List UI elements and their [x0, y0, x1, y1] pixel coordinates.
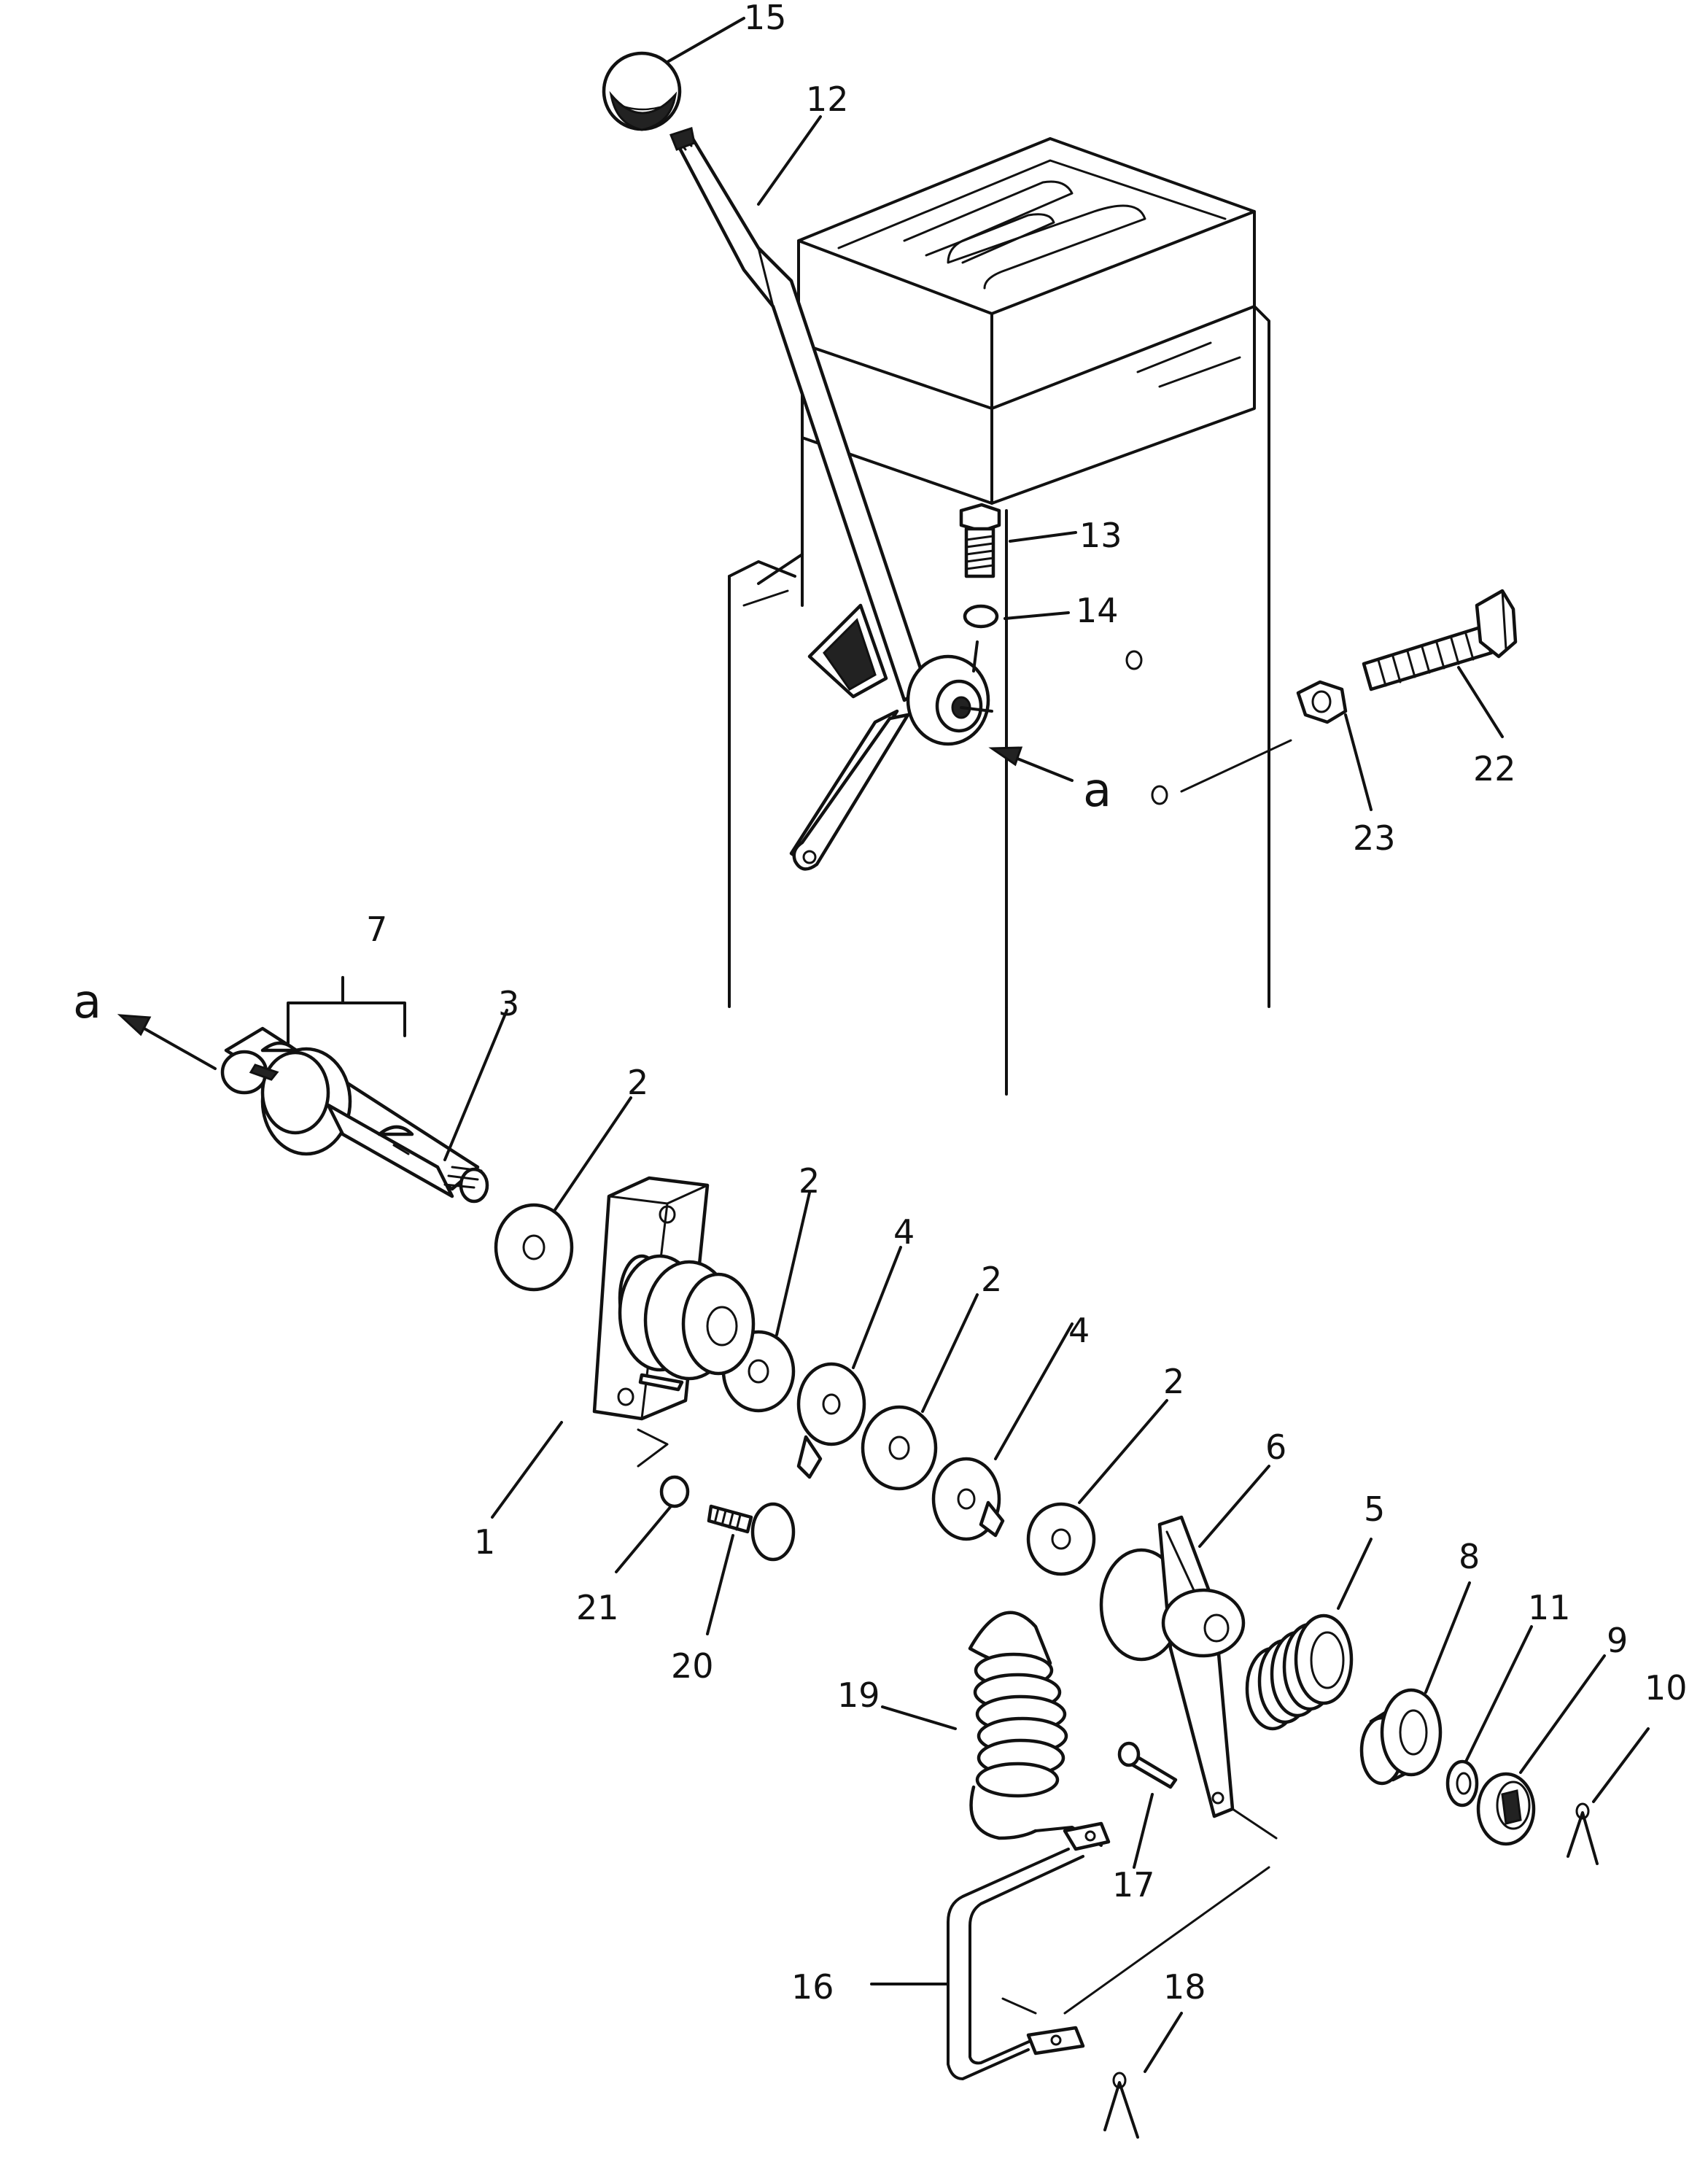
callout-12: 12 [806, 80, 849, 119]
callout-2d: 2 [1163, 1362, 1184, 1401]
callout-17: 17 [1112, 1865, 1155, 1905]
cotter-pin-18 [1103, 2072, 1139, 2139]
cotter-pin-10 [1567, 1802, 1599, 1865]
washer-2d [1026, 1502, 1096, 1576]
lock-washer-14 [963, 604, 999, 673]
callout-21: 21 [576, 1588, 619, 1627]
callout-19: 19 [837, 1675, 880, 1715]
callout-4b: 4 [1068, 1311, 1090, 1350]
pin-17 [1117, 1741, 1178, 1789]
rod-16 [947, 1808, 1278, 2080]
callout-15: 15 [744, 0, 787, 37]
view-arrow-upper [988, 746, 1074, 782]
bolt-22 [1362, 589, 1518, 691]
leader-lines [443, 17, 1650, 2073]
bolt-20 [707, 1502, 796, 1562]
shaft-3 [220, 1026, 489, 1204]
castle-nut-9 [1476, 1772, 1536, 1846]
callout-11: 11 [1528, 1588, 1571, 1627]
callout-1: 1 [474, 1522, 495, 1562]
bolt-13 [959, 503, 1001, 578]
stopper-plate-4b [931, 1457, 1005, 1541]
washer-2a [494, 1203, 574, 1292]
bracket-1 [592, 1176, 756, 1421]
control-lever [669, 127, 993, 871]
washer-2c [861, 1405, 938, 1491]
callout-3: 3 [498, 984, 519, 1023]
washer-11 [1445, 1759, 1479, 1808]
bushing-8 [1359, 1688, 1443, 1786]
lever-6 [1099, 1515, 1246, 1818]
spring-19 [968, 1611, 1103, 1847]
nut-23 [1296, 680, 1348, 724]
callout-2b: 2 [799, 1161, 820, 1201]
view-label-a-lower: a [73, 975, 101, 1029]
callout-2c: 2 [981, 1260, 1002, 1299]
callout-9: 9 [1607, 1621, 1628, 1660]
callout-18: 18 [1163, 1967, 1206, 2007]
callout-22: 22 [1473, 749, 1516, 789]
callout-20: 20 [671, 1646, 714, 1686]
callout-7: 7 [366, 910, 387, 949]
callout-16: 16 [791, 1967, 834, 2007]
callout-10: 10 [1645, 1668, 1688, 1708]
callout-6: 6 [1265, 1427, 1286, 1467]
console-housing [728, 137, 1270, 1096]
callout-14: 14 [1076, 591, 1119, 630]
stopper-plate-4a [796, 1362, 866, 1479]
view-label-a-upper: a [1083, 764, 1111, 818]
snap-ring-21 [637, 1428, 690, 1508]
view-arrow-lower [117, 1014, 217, 1070]
callout-5: 5 [1364, 1489, 1385, 1529]
callout-13: 13 [1079, 516, 1122, 555]
callout-8: 8 [1459, 1537, 1480, 1576]
spring-5 [1245, 1613, 1354, 1731]
callout-23: 23 [1353, 818, 1396, 858]
woodruff-keys-7 [260, 976, 414, 1136]
callout-2a: 2 [627, 1063, 648, 1102]
callout-4a: 4 [893, 1212, 915, 1252]
knob [602, 51, 682, 131]
